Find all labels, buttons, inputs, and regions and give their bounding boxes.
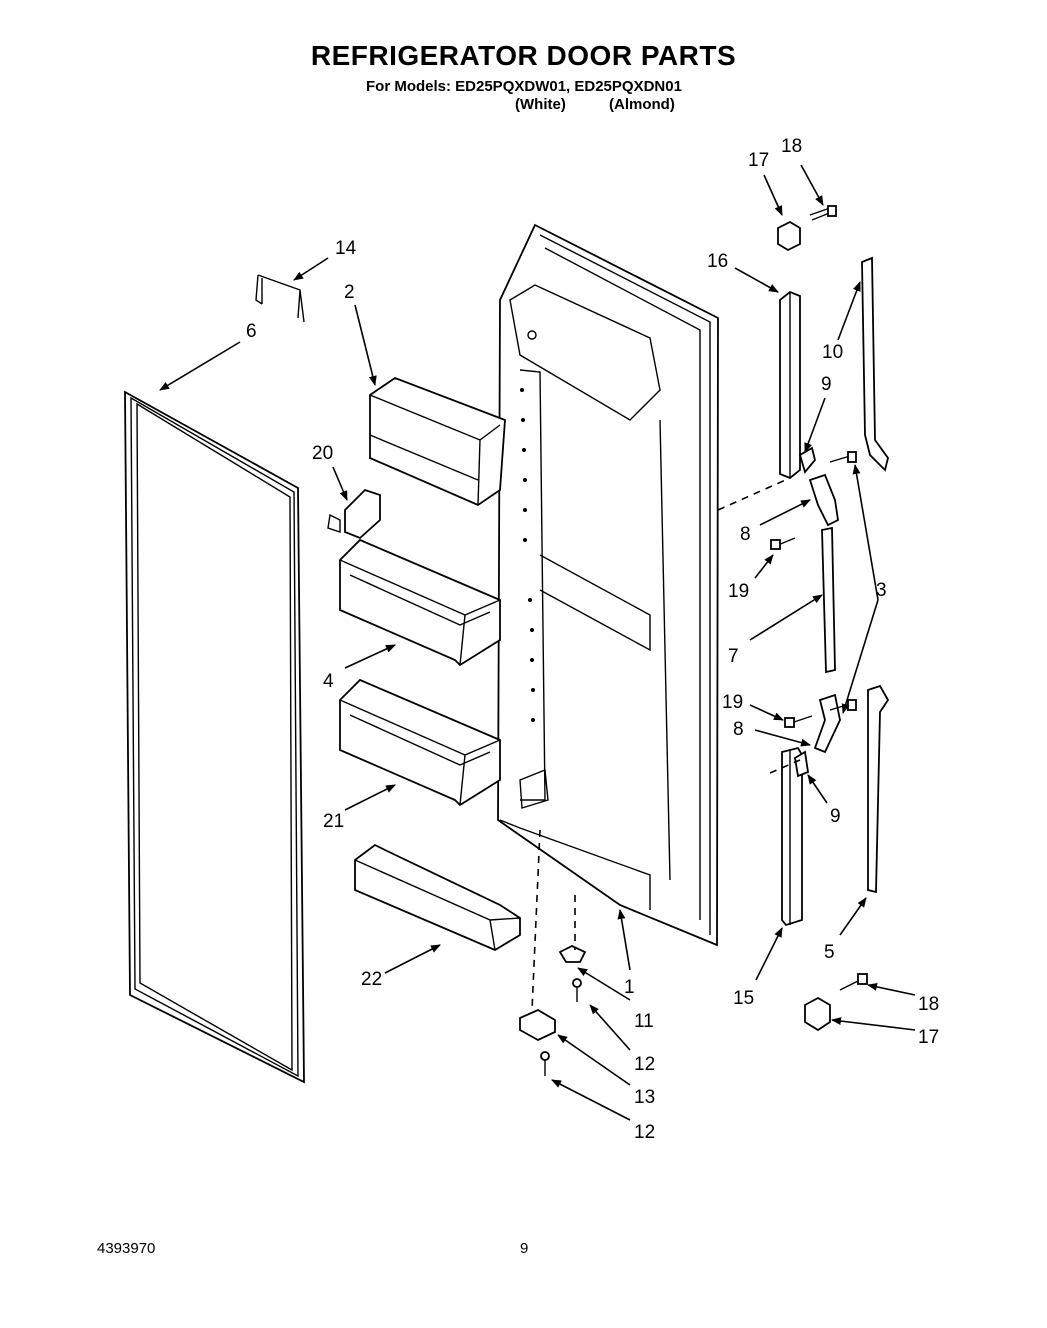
part-13-bottom-hinge	[519, 1008, 556, 1042]
part-16-upper-trim	[779, 290, 801, 480]
callout-5: 5	[824, 942, 835, 963]
callout-13: 13	[634, 1087, 655, 1108]
callout-14: 14	[335, 238, 357, 259]
part-18-top-screw	[809, 205, 837, 221]
part-1-door-liner	[497, 223, 719, 947]
part-5-lower-handle-trim	[867, 684, 890, 894]
callout-17-lower: 17	[918, 1027, 939, 1048]
part-18-bottom-screw	[839, 973, 868, 991]
callout-9-lower: 9	[830, 806, 841, 827]
models-line: For Models: ED25PQXDW01, ED25PQXDN01	[366, 78, 682, 95]
part-20-clip	[327, 488, 381, 540]
part-17-bottom-hinge	[804, 996, 831, 1032]
assembly-lines	[531, 477, 801, 1011]
callout-11: 11	[634, 1011, 654, 1032]
callout-4: 4	[323, 671, 334, 692]
callout-9-upper: 9	[821, 374, 832, 395]
variant-almond: (Almond)	[609, 96, 675, 113]
part-12-lower-screw	[540, 1051, 550, 1076]
callout-18-upper: 18	[781, 136, 802, 157]
callout-17-upper: 17	[748, 150, 769, 171]
part-3-upper-screw	[829, 451, 857, 463]
part-2-dairy-door	[369, 376, 506, 507]
leader-lines	[159, 164, 916, 1121]
callout-12-lower: 12	[634, 1122, 655, 1143]
callout-6: 6	[246, 321, 257, 342]
page-number: 9	[520, 1240, 529, 1257]
callout-3: 3	[876, 580, 887, 601]
part-8-lower-handle-mount	[813, 693, 841, 754]
part-15-lower-trim	[781, 746, 803, 927]
part-6-door-gasket	[124, 390, 305, 1084]
callout-12-upper: 12	[634, 1054, 655, 1075]
callout-8-lower: 8	[733, 719, 744, 740]
callout-21: 21	[323, 811, 344, 832]
callout-7: 7	[728, 646, 739, 667]
variant-white: (White)	[515, 96, 566, 113]
part-8-upper-handle-mount	[808, 473, 839, 527]
callout-19-lower: 19	[722, 692, 743, 713]
part-9-lower-bracket	[794, 750, 809, 778]
part-11-hinge-pin	[558, 945, 587, 963]
door-liner-holes	[520, 388, 535, 722]
callout-18-lower: 18	[918, 994, 939, 1015]
callout-1: 1	[624, 977, 635, 998]
part-14-clip	[255, 274, 305, 323]
part-7-handle	[821, 526, 836, 674]
part-21-door-bin	[339, 678, 501, 807]
callout-22: 22	[361, 969, 382, 990]
part-17-top-hinge	[777, 220, 801, 252]
callout-20: 20	[312, 443, 333, 464]
callout-15: 15	[733, 988, 754, 1009]
callout-19-upper: 19	[728, 581, 749, 602]
part-9-upper-bracket	[798, 446, 816, 474]
part-19-lower-screw	[784, 715, 813, 728]
callout-10: 10	[822, 342, 843, 363]
part-12-upper-screw	[572, 978, 582, 1002]
callout-8-upper: 8	[740, 524, 751, 545]
part-10-handle-trim	[861, 256, 889, 472]
doc-number: 4393970	[97, 1240, 156, 1257]
callout-labels: 1 2 3 4 5 6 7 8 8 9 9 10 11 12 12 13 14 …	[246, 136, 939, 1143]
callout-2: 2	[344, 282, 355, 303]
callout-16: 16	[707, 251, 728, 272]
part-4-door-bin	[339, 538, 501, 667]
part-19-upper-screw	[770, 537, 796, 550]
page-title: REFRIGERATOR DOOR PARTS	[310, 40, 737, 71]
part-22-bottom-bin	[354, 843, 521, 952]
